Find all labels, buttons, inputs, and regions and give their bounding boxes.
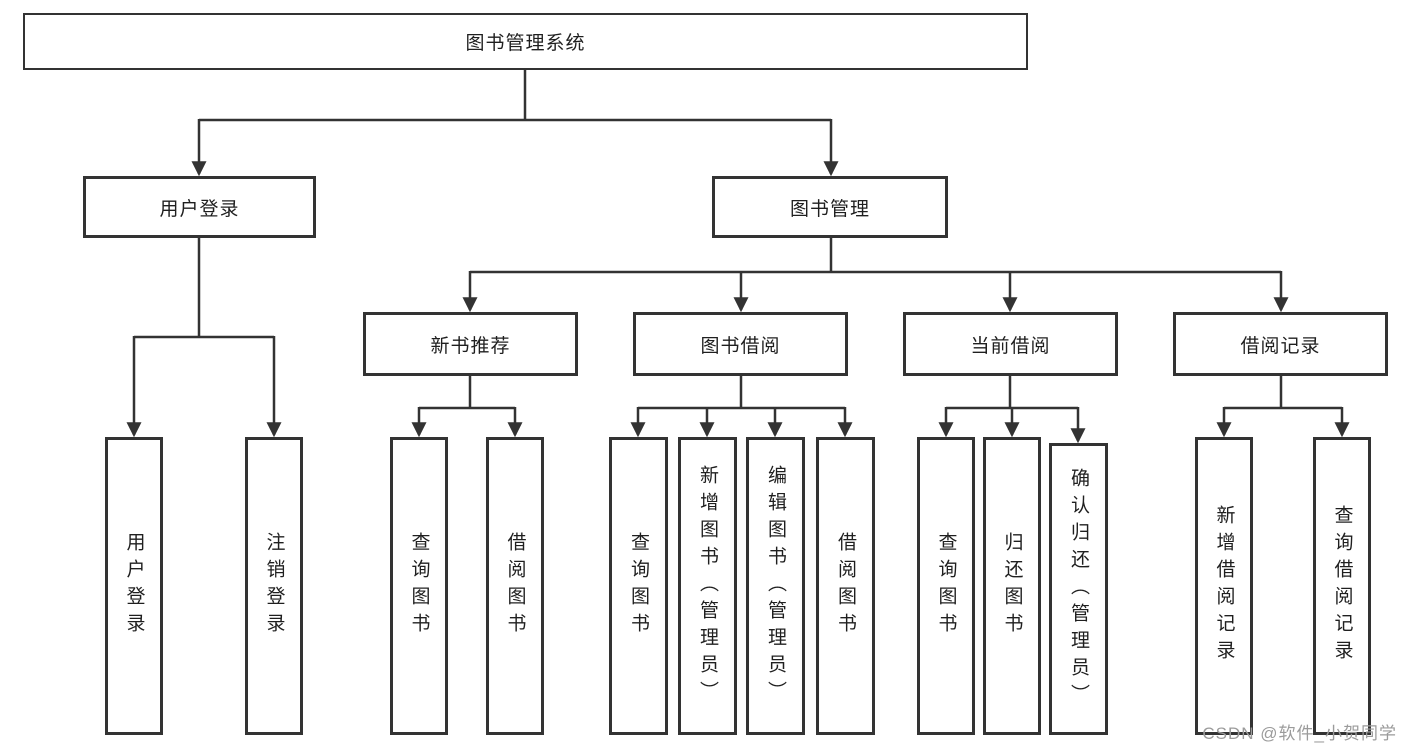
leaf-borrow-books-recommend: 借阅图书 xyxy=(486,437,544,735)
leaf-edit-books-admin: 编辑图书（管理员） xyxy=(746,437,805,735)
node-user-login: 用户登录 xyxy=(83,176,316,238)
leaf-query-books-recommend: 查询图书 xyxy=(390,437,448,735)
leaf-query-borrow-record: 查询借阅记录 xyxy=(1313,437,1371,735)
node-label: 查询图书 xyxy=(408,532,430,640)
node-label: 用户登录 xyxy=(159,198,240,220)
node-label: 归还图书 xyxy=(1001,532,1023,640)
node-new-book-recommend: 新书推荐 xyxy=(363,312,578,376)
node-label: 借阅图书 xyxy=(504,532,526,640)
csdn-watermark: CSDN @软件_小贺同学 xyxy=(1202,724,1397,743)
node-borrow-records: 借阅记录 xyxy=(1173,312,1388,376)
node-label: 图书管理 xyxy=(789,198,870,220)
leaf-borrow-books: 借阅图书 xyxy=(816,437,875,735)
node-label: 图书借阅 xyxy=(700,335,781,357)
node-label: 编辑图书（管理员） xyxy=(765,464,786,708)
leaf-logout: 注销登录 xyxy=(245,437,303,735)
node-book-management: 图书管理 xyxy=(712,176,948,238)
node-label: 查询图书 xyxy=(628,532,649,640)
node-label: 注销登录 xyxy=(263,532,285,640)
node-label: 新增借阅记录 xyxy=(1213,505,1235,667)
node-current-borrow: 当前借阅 xyxy=(903,312,1118,376)
node-label: 用户登录 xyxy=(123,532,145,640)
node-label: 查询借阅记录 xyxy=(1331,505,1353,667)
node-label: 借阅记录 xyxy=(1240,335,1321,357)
node-label: 新书推荐 xyxy=(430,335,511,357)
node-root-system: 图书管理系统 xyxy=(23,13,1028,70)
node-label: 新增图书（管理员） xyxy=(697,464,718,708)
leaf-add-borrow-record: 新增借阅记录 xyxy=(1195,437,1253,735)
leaf-query-books-current: 查询图书 xyxy=(917,437,975,735)
leaf-user-login: 用户登录 xyxy=(105,437,163,735)
leaf-confirm-return-admin: 确认归还（管理员） xyxy=(1049,443,1108,735)
leaf-query-books-borrow: 查询图书 xyxy=(609,437,668,735)
node-label: 查询图书 xyxy=(935,532,957,640)
node-label: 当前借阅 xyxy=(970,335,1051,357)
node-label: 借阅图书 xyxy=(835,532,856,640)
node-label: 图书管理系统 xyxy=(465,33,586,54)
leaf-return-books: 归还图书 xyxy=(983,437,1041,735)
leaf-add-books-admin: 新增图书（管理员） xyxy=(678,437,737,735)
node-label: 确认归还（管理员） xyxy=(1068,467,1089,711)
node-book-borrow: 图书借阅 xyxy=(633,312,848,376)
